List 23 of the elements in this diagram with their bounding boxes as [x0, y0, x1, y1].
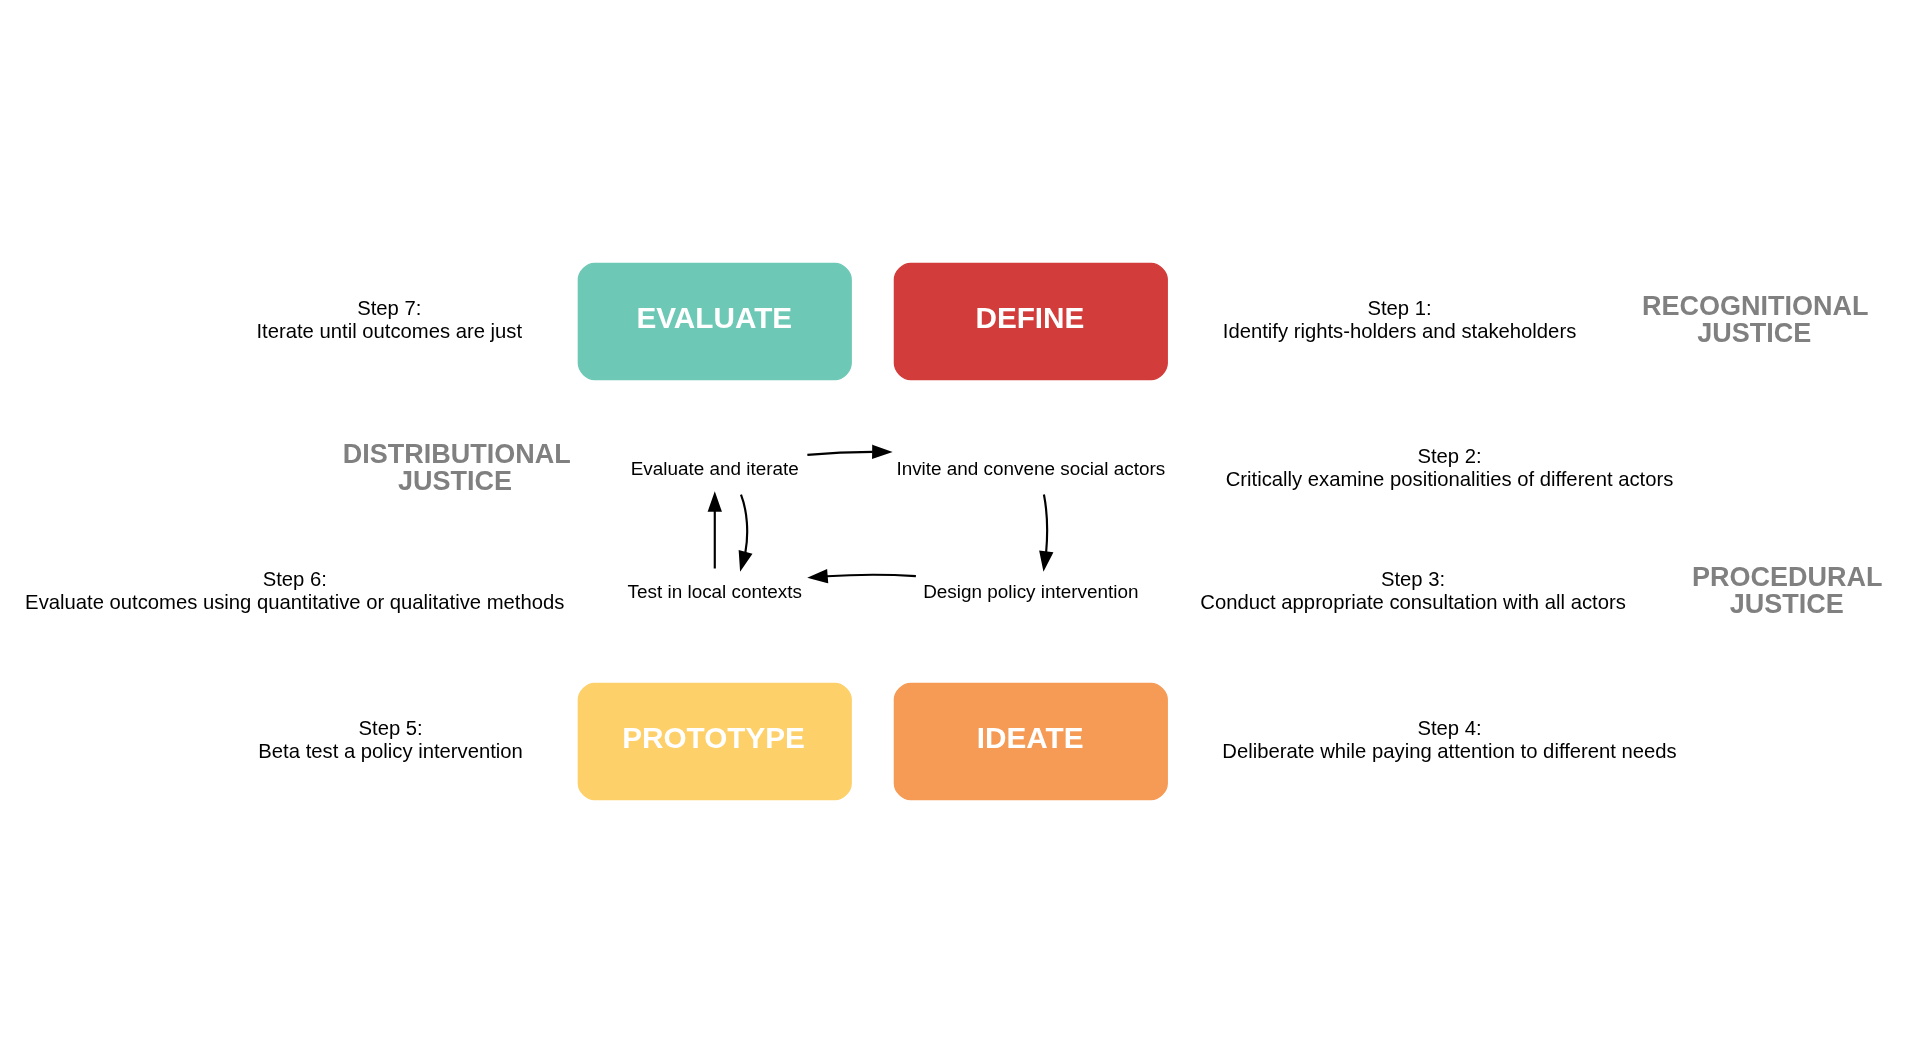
label: Step 2: Critically examine positionalities of different actors — [1225, 444, 1674, 490]
label: Step 5: Beta test a policy intervention — [258, 716, 523, 762]
arrow — [738, 493, 753, 572]
node-box: DEFINE — [893, 262, 1168, 380]
arrow — [807, 444, 893, 459]
label: Step 6: Evaluate outcomes using quantitative or qualitative methods — [25, 567, 565, 613]
node-box: PROTOTYPE — [577, 682, 852, 800]
node-text: Test in local contexts — [627, 580, 802, 602]
node-text: Evaluate and iterate — [630, 457, 799, 479]
arrow — [807, 568, 916, 583]
label: PROCEDURAL JUSTICE — [1691, 561, 1883, 619]
label: Step 1: Identify rights-holders and stakeholders — [1222, 296, 1577, 342]
node-text: Design policy intervention — [923, 580, 1139, 602]
label: DISTRIBUTIONAL JUSTICE — [342, 438, 571, 496]
label: Step 7: Iterate until outcomes are just — [256, 296, 523, 342]
arrow — [1039, 493, 1054, 572]
node-box: IDEATE — [893, 682, 1168, 800]
node-text: Invite and convene social actors — [896, 457, 1166, 479]
node-box: EVALUATE — [577, 262, 852, 380]
label: RECOGNITIONAL JUSTICE — [1641, 290, 1869, 348]
arrow — [707, 490, 722, 568]
label: Step 3: Conduct appropriate consultation with all actors — [1200, 567, 1626, 613]
label: Step 4: Deliberate while paying attention to different needs — [1222, 716, 1677, 762]
